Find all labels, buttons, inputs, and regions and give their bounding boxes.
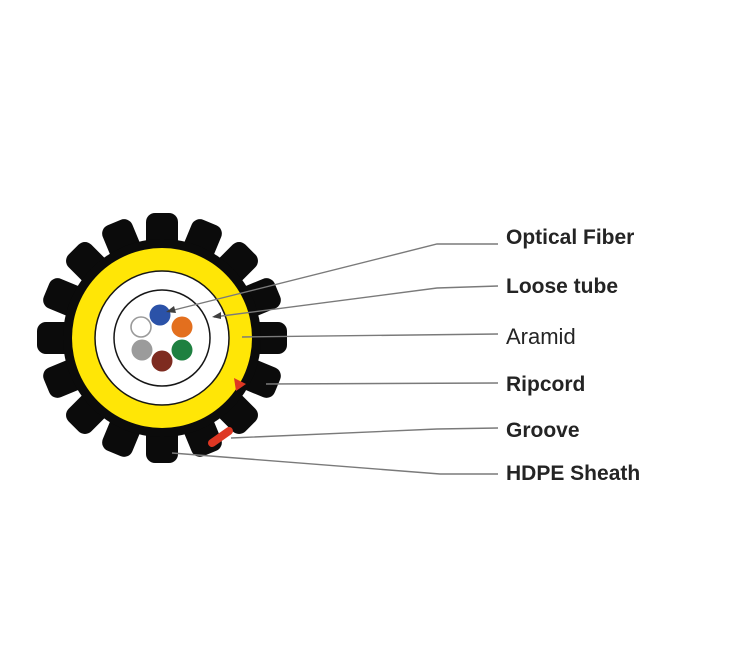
- label-hdpe-sheath: HDPE Sheath: [506, 462, 640, 485]
- label-aramid: Aramid: [506, 324, 576, 349]
- leader-line-loose-tube: [213, 285, 499, 318]
- groove-marker: [208, 427, 233, 447]
- arrowhead-icon: [166, 306, 176, 313]
- optical-fibers: [130, 304, 193, 372]
- label-optical-fiber: Optical Fiber: [506, 226, 634, 249]
- fiber-white: [130, 316, 152, 338]
- fiber-darkred: [151, 350, 173, 372]
- fiber-green: [171, 339, 193, 361]
- arrowhead-icon: [212, 312, 221, 319]
- fiber-orange: [171, 316, 193, 338]
- leader-line-hdpe-sheath: [171, 452, 498, 475]
- fiber-blue: [149, 304, 171, 326]
- label-loose-tube: Loose tube: [506, 275, 618, 298]
- leader-line-ripcord: [265, 382, 499, 385]
- leader-line-groove: [230, 427, 499, 439]
- fiber-gray: [131, 339, 153, 361]
- callout-labels: Optical Fiber Loose tube Aramid Ripcord …: [506, 226, 640, 485]
- label-ripcord: Ripcord: [506, 373, 585, 396]
- ripcord-marker: [234, 378, 246, 391]
- label-groove: Groove: [506, 419, 580, 442]
- leader-line-optical-fiber: [169, 243, 498, 312]
- leader-lines: [169, 243, 499, 475]
- leader-line-aramid: [241, 333, 499, 338]
- loose-tube-circle: [113, 289, 211, 387]
